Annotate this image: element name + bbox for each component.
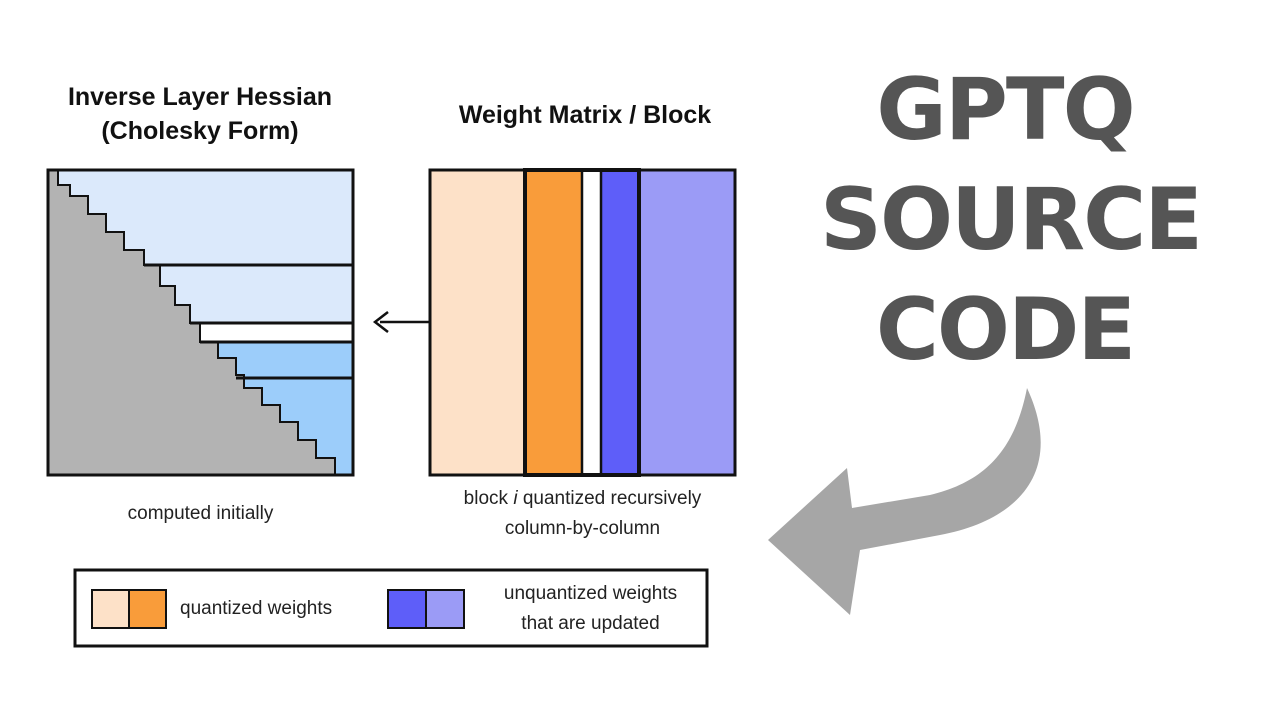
hessian-matrix <box>46 168 355 477</box>
banner-line2: SOURCE <box>820 170 1203 270</box>
weight-matrix <box>428 168 737 477</box>
legend-unquantized-line1: unquantized weights <box>503 583 678 604</box>
legend-swatch-quantized-light <box>91 589 130 629</box>
weights-caption-prefix: block <box>463 488 514 509</box>
legend <box>73 568 709 648</box>
legend-swatch-unquantized-dark <box>387 589 427 629</box>
legend-unquantized-line2: that are updated <box>521 613 660 634</box>
legend-swatch-quantized-dark <box>128 589 167 629</box>
legend-unquantized-label: unquantized weights that are updated <box>478 579 703 639</box>
quantized-weights-light <box>430 170 525 475</box>
weights-caption-var: i <box>513 488 518 509</box>
current-column <box>582 170 601 475</box>
weights-caption: block i quantized recursively column-by-… <box>410 484 755 544</box>
weights-caption-suffix: quantized recursively <box>517 488 702 509</box>
banner-line3: CODE <box>875 280 1136 380</box>
hessian-title: Inverse Layer Hessian (Cholesky Form) <box>30 80 370 148</box>
hessian-title-line1: Inverse Layer Hessian <box>67 83 333 111</box>
weights-title: Weight Matrix / Block <box>458 101 712 129</box>
weights-caption-line2: column-by-column <box>504 518 661 539</box>
banner-line1: GPTQ <box>876 60 1135 160</box>
hessian-title-line2: (Cholesky Form) <box>101 117 299 145</box>
hessian-caption: computed initially <box>127 503 274 524</box>
unquantized-weights-dark <box>601 170 639 475</box>
quantized-weights-dark <box>525 170 582 475</box>
legend-swatch-unquantized-light <box>425 589 465 629</box>
hessian-border <box>46 168 355 477</box>
weights-caption-line1: block i quantized recursively <box>410 484 755 514</box>
legend-quantized-label: quantized weights <box>180 598 333 619</box>
curved-arrow-icon <box>768 388 1041 615</box>
unquantized-weights-light <box>639 170 735 475</box>
hessian-current-row <box>190 323 353 342</box>
